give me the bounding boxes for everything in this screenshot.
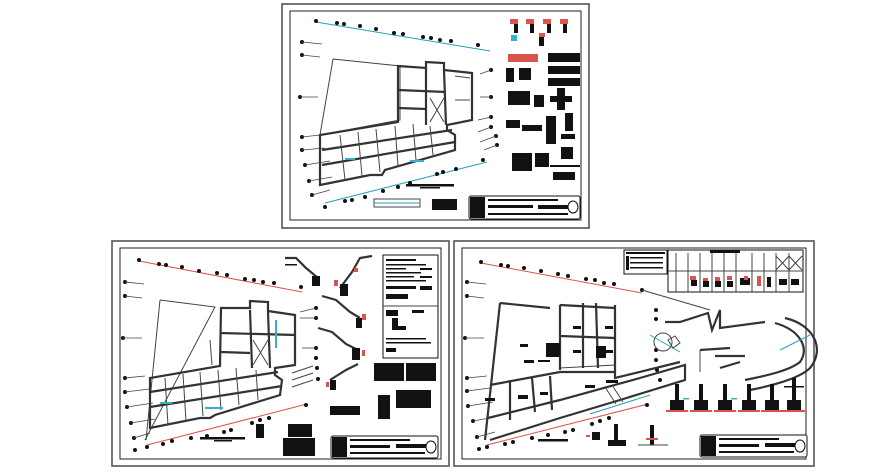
sheet-2-notes-panel: [382, 254, 439, 359]
sheet-2: [111, 240, 450, 467]
sheet-1-title-block: [468, 195, 581, 220]
sheet-3-outer-border: [453, 240, 815, 467]
sheet-1-grid-leaders: [300, 41, 498, 196]
sheet-2-floor-plan: [144, 299, 314, 441]
sheet-3-footing-schedule: [667, 249, 804, 293]
sheet-3: [453, 240, 818, 467]
sheet-3-foundation-plan: [483, 289, 818, 442]
sheet-1-beam-section: [373, 198, 421, 208]
sheet-1-plan-title-bar: [406, 184, 454, 187]
sheet-1-detail-blocks: [506, 19, 580, 180]
sheet-1-inner-border: [289, 10, 582, 221]
sheet-2-inner-border: [119, 247, 442, 460]
sheet-1: [281, 3, 590, 229]
sheet-1-small-table: [432, 199, 457, 210]
sheet-2-title-block: [330, 435, 439, 459]
sheet-1-floor-plan: [318, 58, 474, 187]
sheet-2-grid-bubbles: [121, 258, 320, 452]
sheet-2-plan-title-bar: [200, 437, 245, 440]
sheet-3-footing-details: [586, 378, 805, 446]
sheet-3-plan-title-bar: [538, 439, 568, 442]
sheet-3-grid-bubbles: [463, 260, 662, 451]
sheet-2-schedules: [256, 363, 436, 456]
sheet-3-grid-line-bottom: [486, 403, 649, 446]
sheet-1-outer-border: [281, 3, 590, 229]
sheet-3-grid-line-top: [480, 262, 643, 294]
sheet-3-inner-border: [461, 247, 807, 460]
sheet-1-grid-line-top: [315, 21, 491, 52]
sheet-3-legend-table: [623, 249, 668, 275]
sheet-2-grid-leaders: [123, 281, 317, 439]
sheet-2-stair-sections: [285, 254, 373, 390]
sheet-3-title-block: [699, 434, 808, 458]
sheet-2-grid-line-bottom: [146, 403, 308, 446]
sheet-1-grid-line-bottom: [324, 161, 488, 204]
